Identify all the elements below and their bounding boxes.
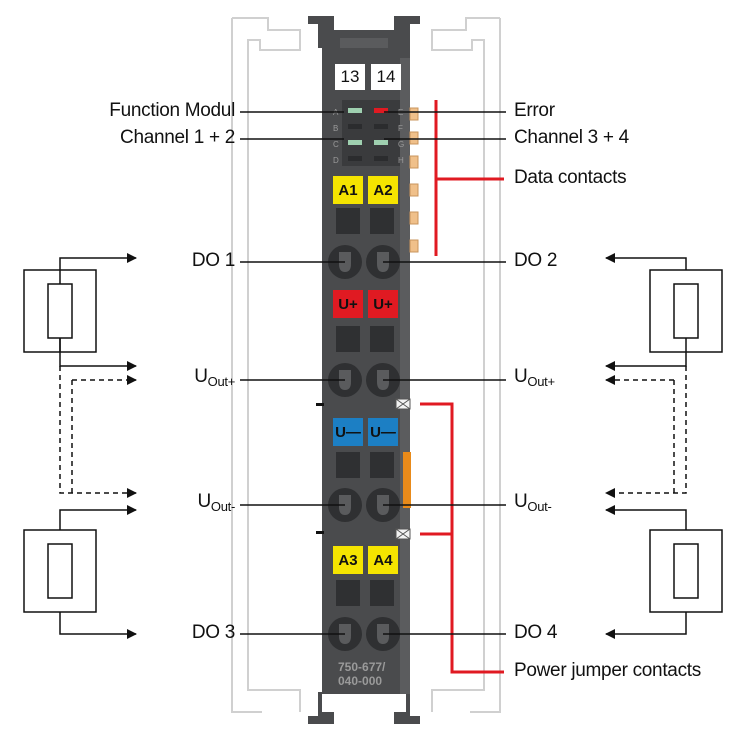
led-letter-f: F <box>398 124 403 133</box>
led-d <box>348 156 362 161</box>
tag-uplus-right: U+ <box>368 290 398 318</box>
led-b <box>348 124 362 129</box>
u-sub-out-plus: Out+ <box>527 374 555 389</box>
slot-number-left: 13 <box>335 64 365 90</box>
tag-a3: A3 <box>333 546 363 574</box>
u-sub-out-plus: Out+ <box>207 374 236 389</box>
tag-uminus-right: U— <box>368 418 398 446</box>
slot-number-right: 14 <box>371 64 401 90</box>
led-h <box>374 156 388 161</box>
u-sub-out-minus: Out- <box>210 499 235 514</box>
tag-a4: A4 <box>368 546 398 574</box>
label-u-out-plus-right: UOut+ <box>514 366 555 389</box>
power-jumper-callout <box>420 402 504 674</box>
led-a <box>348 108 362 113</box>
led-letter-c: C <box>333 140 339 149</box>
load-left-bottom <box>23 505 137 639</box>
io-module-housing <box>308 16 420 724</box>
label-u-out-minus-right: UOut- <box>514 491 552 514</box>
label-data-contacts: Data contacts <box>514 167 627 188</box>
tag-uminus-left: U— <box>333 418 363 446</box>
data-contacts <box>409 107 419 253</box>
led-letter-b: B <box>333 124 338 133</box>
power-jumper-contacts <box>316 398 411 540</box>
label-channel-3-4: Channel 3 + 4 <box>514 127 629 148</box>
u-main: U <box>194 366 208 387</box>
led-letter-g: G <box>398 140 404 149</box>
u-sub-out-minus: Out- <box>527 499 552 514</box>
model-number-line1: 750-677/ <box>338 660 386 674</box>
u-main: U <box>514 366 528 387</box>
u-main: U <box>197 491 211 512</box>
model-number-line2: 040-000 <box>338 674 383 688</box>
load-left-top <box>23 253 137 371</box>
label-u-out-minus-left: UOut- <box>197 491 235 514</box>
load-right-top <box>605 253 723 371</box>
led-letter-h: H <box>398 156 404 165</box>
din-rail-outline <box>231 17 501 713</box>
label-do3: DO 3 <box>191 622 235 643</box>
u-main: U <box>514 491 528 512</box>
led-letter-d: D <box>333 156 339 165</box>
label-u-out-plus-left: UOut+ <box>194 366 235 389</box>
tag-a2: A2 <box>368 176 398 204</box>
label-error: Error <box>514 100 555 121</box>
label-channel-1-2: Channel 1 + 2 <box>120 127 235 148</box>
label-do1: DO 1 <box>191 250 235 271</box>
leader-lines <box>240 111 506 635</box>
tag-uplus-left: U+ <box>333 290 363 318</box>
load-right-bottom <box>605 505 723 639</box>
data-contacts-callout <box>434 100 504 256</box>
led-e-error <box>374 108 388 113</box>
label-do2: DO 2 <box>514 250 558 271</box>
label-function-modul: Function Modul <box>109 100 235 121</box>
led-panel: A B C D E F G H <box>333 108 404 165</box>
led-f <box>374 124 388 129</box>
label-power-jumper-contacts: Power jumper contacts <box>514 660 701 681</box>
label-do4: DO 4 <box>514 622 558 643</box>
dashed-supply-left <box>59 366 137 498</box>
dashed-supply-right <box>605 366 687 498</box>
release-slots <box>336 208 394 606</box>
led-g <box>374 140 388 145</box>
tag-a1: A1 <box>333 176 363 204</box>
led-c <box>348 140 362 145</box>
